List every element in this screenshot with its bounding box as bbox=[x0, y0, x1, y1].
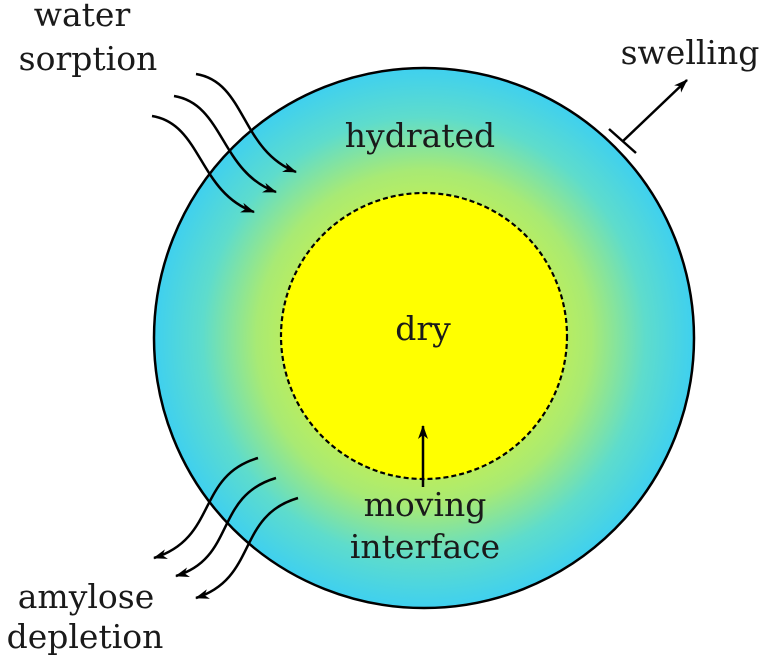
water-sorption-label-line1: water bbox=[34, 0, 131, 34]
amylose-depletion-arrow-1 bbox=[153, 456, 259, 560]
dry-label: dry bbox=[395, 309, 451, 348]
water-sorption-label-line2: sorption bbox=[19, 39, 158, 78]
amylose-depletion-arrow-3 bbox=[195, 496, 299, 600]
amylose-depletion-arrows bbox=[153, 456, 299, 600]
water-sorption-arrow-3 bbox=[151, 114, 255, 214]
moving-interface-label-line1: moving bbox=[364, 485, 487, 524]
amylose-depletion-arrow-2 bbox=[175, 476, 277, 578]
moving-interface-label-line2: interface bbox=[350, 527, 500, 566]
swelling-indicator bbox=[608, 79, 688, 154]
swelling-label: swelling bbox=[621, 33, 760, 72]
hydrated-label: hydrated bbox=[345, 116, 495, 155]
swelling-tick bbox=[608, 128, 637, 154]
water-sorption-arrow-2 bbox=[173, 94, 277, 194]
amylose-depletion-label-line2: depletion bbox=[7, 617, 164, 656]
amylose-depletion-label-line1: amylose bbox=[18, 577, 155, 616]
water-sorption-arrow-1 bbox=[195, 72, 297, 174]
water-sorption-arrows bbox=[151, 72, 297, 214]
swelling-arrow bbox=[622, 79, 688, 142]
